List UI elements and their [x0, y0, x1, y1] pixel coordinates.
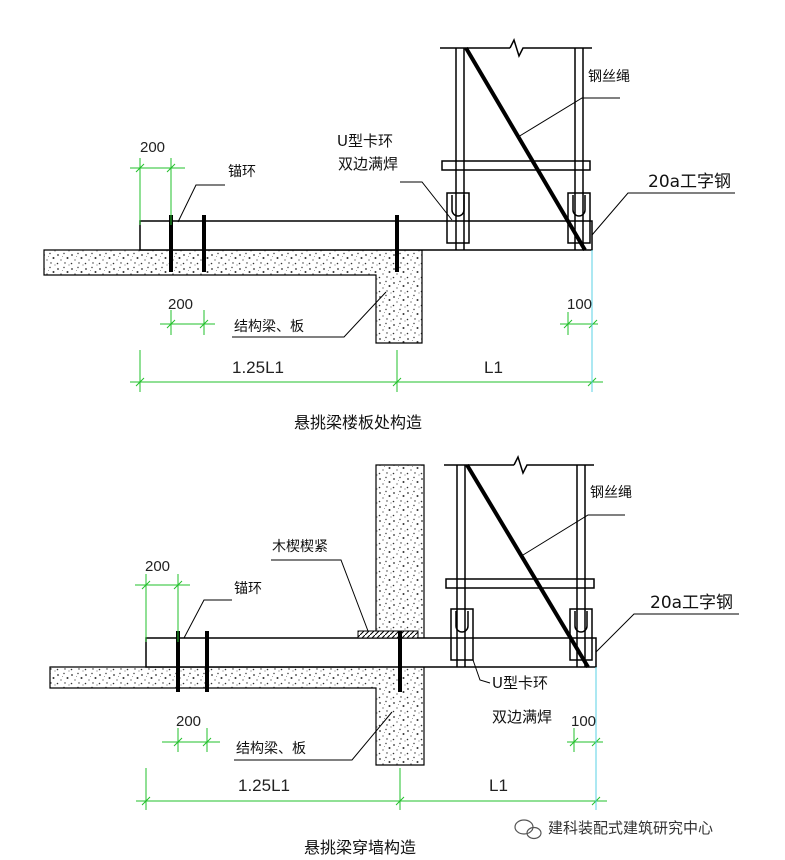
top-dim-200-bottom: 200 — [168, 296, 193, 313]
top-i-beam — [139, 220, 593, 251]
bottom-label-u-clip-1: U型卡环 — [492, 674, 548, 692]
top-label-structure: 结构梁、板 — [234, 319, 304, 335]
top-dim-100: 100 — [567, 296, 592, 313]
top-label-anchor-ring: 锚环 — [228, 164, 256, 180]
bottom-dim-125L1: 1.25L1 — [238, 776, 290, 795]
bottom-dim-200-bottom: 200 — [176, 713, 201, 730]
bottom-dim-L1: L1 — [489, 776, 508, 795]
top-leaders — [177, 97, 735, 338]
bottom-label-i-beam: 20a工字钢 — [650, 593, 733, 613]
bottom-steel-rope — [465, 463, 590, 669]
top-dim-125L1: 1.25L1 — [232, 358, 284, 377]
top-label-steel-rope: 钢丝绳 — [588, 69, 630, 85]
top-concrete-slab — [43, 249, 423, 344]
top-detail: 200 200 100 1.25L1 L1 锚环 U型卡环 双边满焊 钢丝绳 2… — [43, 38, 735, 432]
bottom-wood-wedge — [357, 630, 419, 639]
top-scaffold-frame — [440, 38, 592, 250]
bottom-label-anchor-ring: 锚环 — [234, 581, 262, 597]
bottom-leaders — [183, 514, 739, 761]
top-label-u-clip-2: 双边满焊 — [338, 155, 398, 173]
bottom-label-u-clip-2: 双边满焊 — [492, 708, 552, 726]
top-label-i-beam: 20a工字钢 — [648, 172, 731, 192]
top-label-u-clip-1: U型卡环 — [337, 132, 393, 150]
bottom-dim-100: 100 — [571, 713, 596, 730]
watermark-text: 建科装配式建筑研究中心 — [548, 819, 713, 837]
bottom-scaffold-frame — [444, 455, 595, 667]
bottom-label-wood-wedge: 木楔楔紧 — [272, 539, 328, 555]
bottom-dim-200-top: 200 — [145, 558, 170, 575]
top-dim-L1: L1 — [484, 358, 503, 377]
bottom-label-steel-rope: 钢丝绳 — [590, 485, 632, 501]
bottom-concrete-wall — [49, 464, 425, 766]
top-caption: 悬挑梁楼板处构造 — [294, 413, 422, 432]
top-steel-rope — [464, 46, 587, 252]
watermark: 建科装配式建筑研究中心 — [514, 819, 713, 840]
bottom-detail: 200 200 100 1.25L1 L1 锚环 木楔楔紧 U型卡环 双边满焊 … — [49, 455, 739, 857]
bottom-caption: 悬挑梁穿墙构造 — [304, 838, 416, 857]
bottom-i-beam — [145, 637, 597, 668]
wechat-icon — [514, 819, 542, 840]
bottom-label-structure: 结构梁、板 — [236, 741, 306, 757]
top-dim-200-top: 200 — [140, 139, 165, 156]
